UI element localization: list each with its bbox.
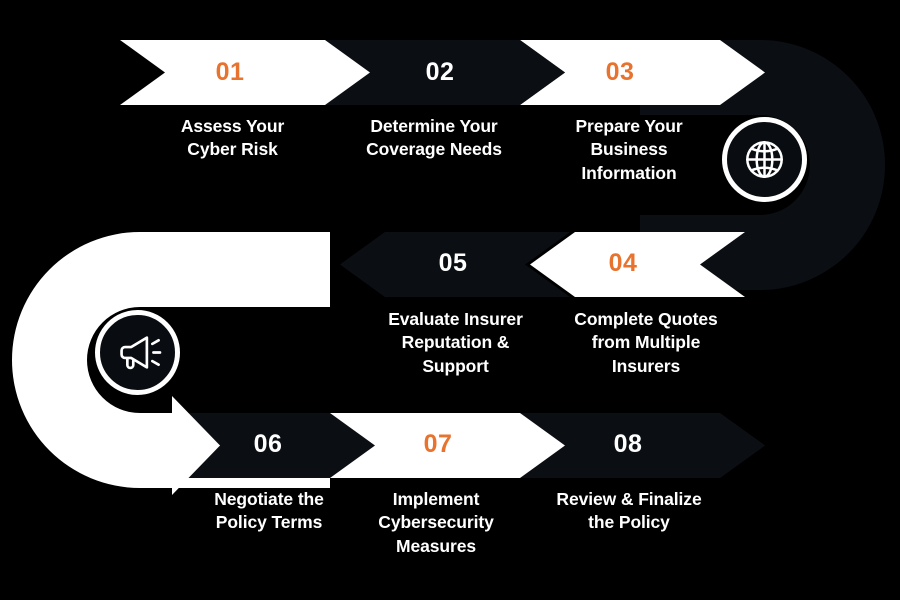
step-caption-03: Prepare Your Business Information [545,115,713,185]
step-caption-07: Implement Cybersecurity Measures [350,488,522,558]
step-number-03: 03 [605,58,635,86]
left-u-turn-arrowhead [140,396,220,495]
caption-line: Insurers [611,355,681,376]
arrow-shape-04[interactable] [530,232,745,297]
step-number-06: 06 [253,430,283,458]
step-caption-08: Review & Finalize the Policy [533,488,725,535]
step-caption-06: Negotiate the Policy Terms [180,488,358,535]
step-number-02: 02 [425,58,455,86]
step-caption-05: Evaluate Insurer Reputation & Support [368,308,543,378]
arrow-shape-06[interactable] [175,413,375,478]
caption-line: Cybersecurity [378,512,494,533]
step-number-04: 04 [608,249,638,277]
caption-line: Support [422,355,489,376]
caption-line: Information [581,162,677,183]
caption-line: Negotiate the [214,489,324,509]
caption-line: Evaluate Insurer [388,309,523,329]
caption-line: Coverage Needs [366,139,502,160]
caption-line: Implement [392,489,480,509]
megaphone-icon-badge[interactable] [95,310,180,395]
step-number-01: 01 [215,58,245,86]
step-number-08: 08 [613,430,643,458]
arrow-shape-05[interactable] [340,232,570,297]
caption-line: Reputation & [401,332,510,353]
caption-line: from Multiple [591,332,701,353]
caption-line: Assess Your [180,116,285,136]
caption-line: Policy Terms [215,512,323,533]
caption-line: Determine Your [370,116,498,136]
caption-line: the Policy [588,512,670,533]
caption-line: Complete Quotes [574,309,718,329]
caption-line: Review & Finalize [556,489,702,509]
caption-line: Measures [396,535,476,556]
caption-line: Business [590,139,668,160]
arrow-shape-01[interactable] [120,40,370,105]
arrow-shape-08[interactable] [520,413,765,478]
step-caption-04: Complete Quotes from Multiple Insurers [552,308,740,378]
arrow-shape-07[interactable] [325,413,565,478]
globe-icon [746,141,783,178]
arrow-shape-02-body[interactable] [325,40,565,105]
caption-line: Prepare Your [575,116,683,136]
step-caption-01: Assess Your Cyber Risk [150,115,315,162]
globe-icon-badge[interactable] [722,117,807,202]
megaphone-icon [120,336,162,370]
caption-line: Cyber Risk [187,139,278,160]
step-number-07: 07 [423,430,453,458]
step-caption-02: Determine Your Coverage Needs [338,115,530,162]
arrow-shape-03[interactable] [520,40,765,105]
step-number-05: 05 [438,249,468,277]
